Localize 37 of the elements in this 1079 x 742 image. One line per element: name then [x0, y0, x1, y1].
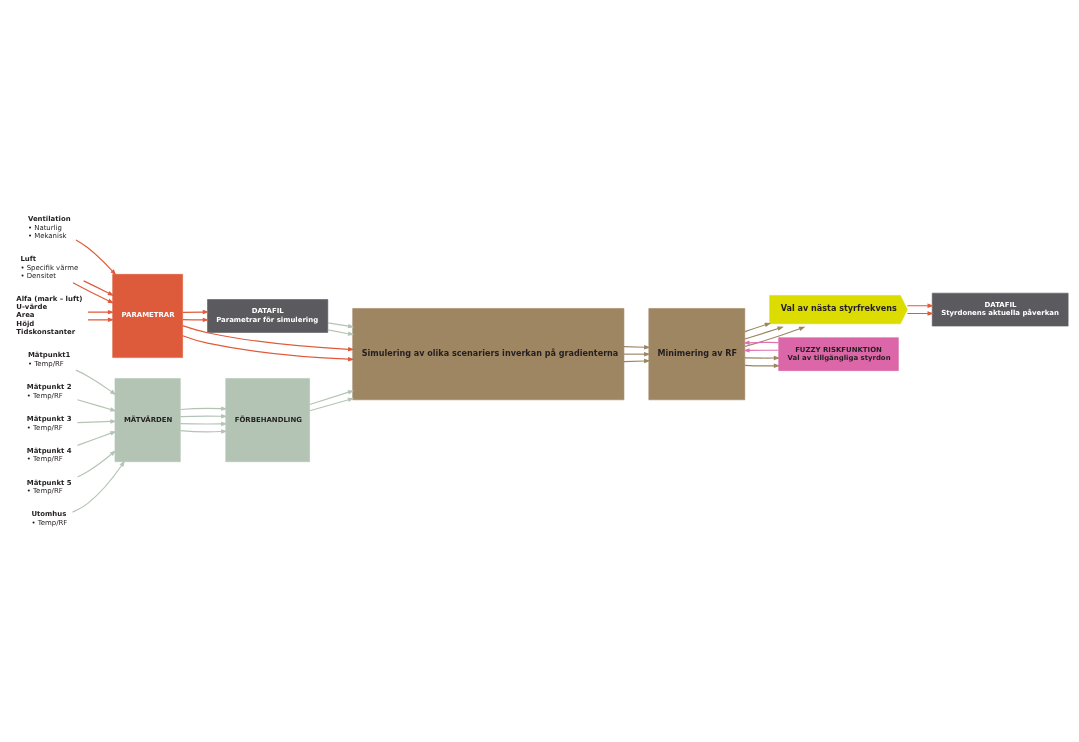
arrow — [744, 326, 806, 347]
arrow — [309, 389, 355, 405]
arrow — [327, 328, 355, 336]
arrow — [72, 281, 115, 303]
arrow — [744, 326, 784, 340]
arrow — [182, 309, 210, 314]
node-box: Minimering av RF — [648, 307, 746, 400]
arrow — [179, 413, 228, 418]
arrow — [179, 405, 228, 411]
node-box: Simulering av olika scenariers inverkan på gradienterna — [352, 307, 625, 400]
arrow — [743, 347, 780, 353]
arrow — [182, 324, 355, 352]
arrow — [179, 421, 228, 426]
arrow — [623, 344, 651, 349]
arrow — [179, 428, 228, 434]
arrow — [623, 358, 651, 363]
arrow — [327, 321, 355, 328]
arrow — [75, 238, 117, 276]
arrow — [76, 418, 117, 424]
arrow — [906, 303, 934, 308]
arrow — [83, 279, 115, 296]
arrow — [75, 369, 117, 395]
arrow — [744, 322, 772, 332]
arrow — [76, 398, 117, 412]
arrow — [309, 397, 355, 411]
arrow — [744, 363, 781, 368]
arrow — [87, 317, 115, 322]
arrow — [182, 334, 355, 361]
arrow — [906, 310, 934, 316]
arrow — [76, 449, 117, 478]
arrow — [743, 340, 780, 345]
arrow — [623, 351, 651, 356]
arrow — [71, 459, 126, 513]
arrow — [76, 430, 117, 446]
arrow — [744, 355, 781, 360]
arrow — [87, 309, 115, 314]
arrow — [182, 317, 210, 322]
